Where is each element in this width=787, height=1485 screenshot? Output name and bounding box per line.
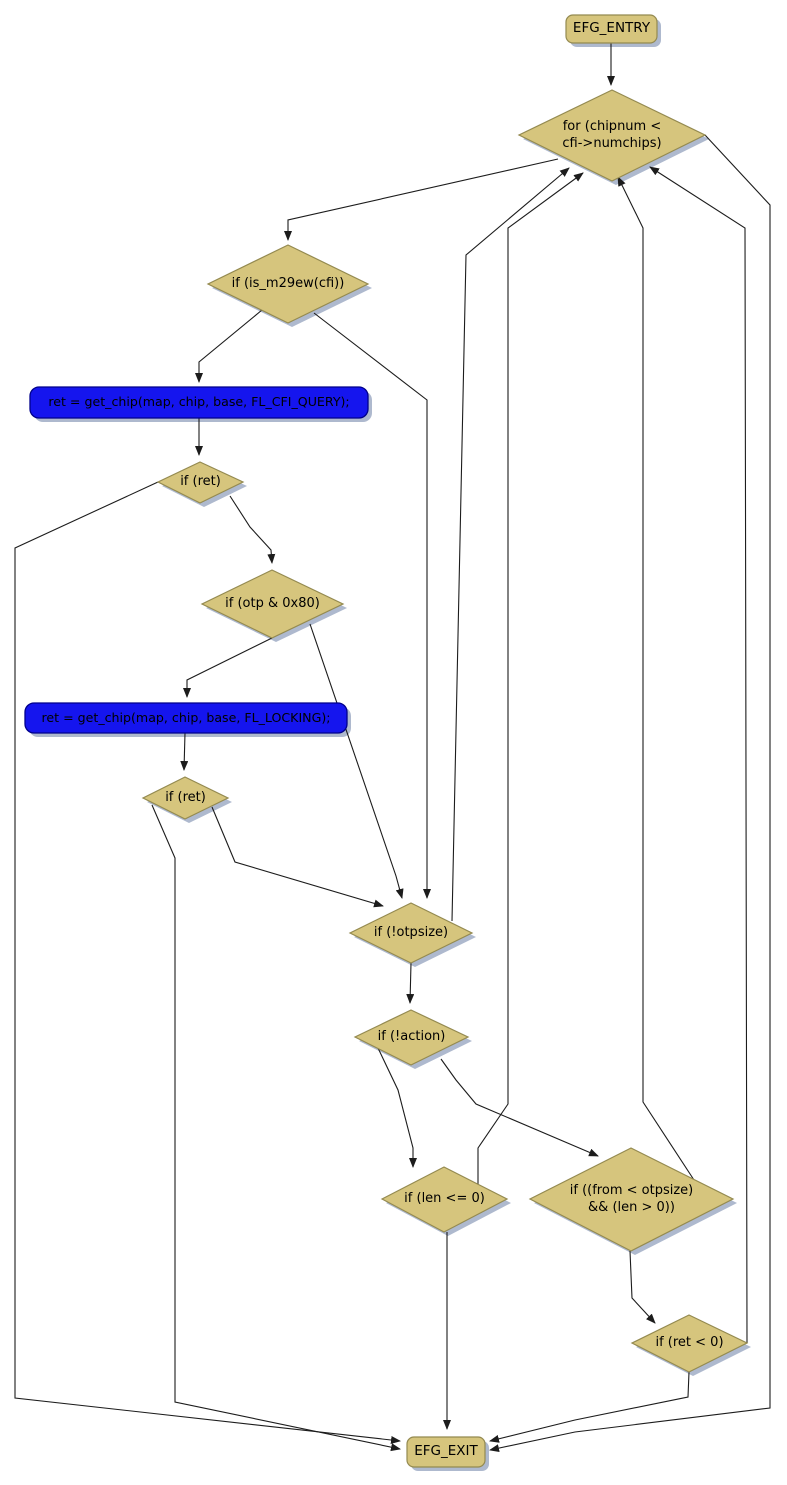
get-chip-cfi-query-shape — [29, 386, 369, 419]
edge-if-ret-lt-0-to-for-loop — [649, 166, 748, 1344]
edge-get-chip-locking-to-if-ret-2 — [180, 732, 189, 771]
edge-if-not-otpsize-to-for-loop — [451, 167, 570, 922]
if-not-action-shape — [353, 1009, 470, 1066]
edge-if-otp-0x80-to-if-not-otpsize — [309, 623, 404, 899]
if-len-le-0-shape — [380, 1166, 509, 1233]
exit-shape — [406, 1436, 486, 1468]
for-loop-shape — [517, 89, 707, 182]
cfg-edges — [14, 43, 771, 1453]
edge-if-from-lt-otpsize-to-if-ret-lt-0 — [629, 1250, 656, 1324]
if-ret-2-shape — [141, 776, 230, 820]
if-not-otpsize-shape — [348, 902, 474, 964]
edge-if-len-le-0-to-for-loop — [477, 172, 584, 1185]
edge-if-from-lt-otpsize-to-for-loop — [617, 176, 695, 1181]
edge-is-m29ew-to-if-not-otpsize — [313, 312, 431, 899]
edge-if-not-otpsize-to-if-not-action — [406, 962, 415, 1004]
edge-for-loop-to-is-m29ew — [284, 158, 559, 241]
get-chip-locking-shape — [24, 702, 348, 734]
cfg-process-nodes — [24, 386, 369, 734]
edge-if-ret-1-to-if-otp-0x80 — [229, 495, 276, 564]
edge-if-otp-0x80-to-get-chip-locking — [183, 637, 273, 698]
edge-is-m29ew-to-get-chip-cfi-query — [195, 309, 263, 383]
if-ret-1-shape — [156, 461, 245, 504]
if-ret-lt-0-shape — [630, 1314, 749, 1373]
edge-if-not-action-to-if-from-lt-otpsize — [440, 1058, 599, 1157]
entry-shape — [565, 14, 658, 44]
edge-if-ret-lt-0-to-exit — [489, 1371, 690, 1443]
is-m29ew-shape — [206, 244, 370, 324]
if-otp-0x80-shape — [200, 569, 345, 639]
edge-if-ret-2-to-exit — [151, 804, 401, 1452]
edge-if-ret-1-to-exit — [14, 481, 401, 1444]
cfg-nodes — [141, 14, 749, 1468]
edge-for-loop-to-exit — [489, 134, 771, 1453]
if-from-lt-otpsize-shape — [528, 1147, 735, 1252]
edge-if-not-action-to-if-len-le-0 — [377, 1047, 417, 1168]
edge-if-ret-2-to-if-not-otpsize — [211, 806, 384, 908]
